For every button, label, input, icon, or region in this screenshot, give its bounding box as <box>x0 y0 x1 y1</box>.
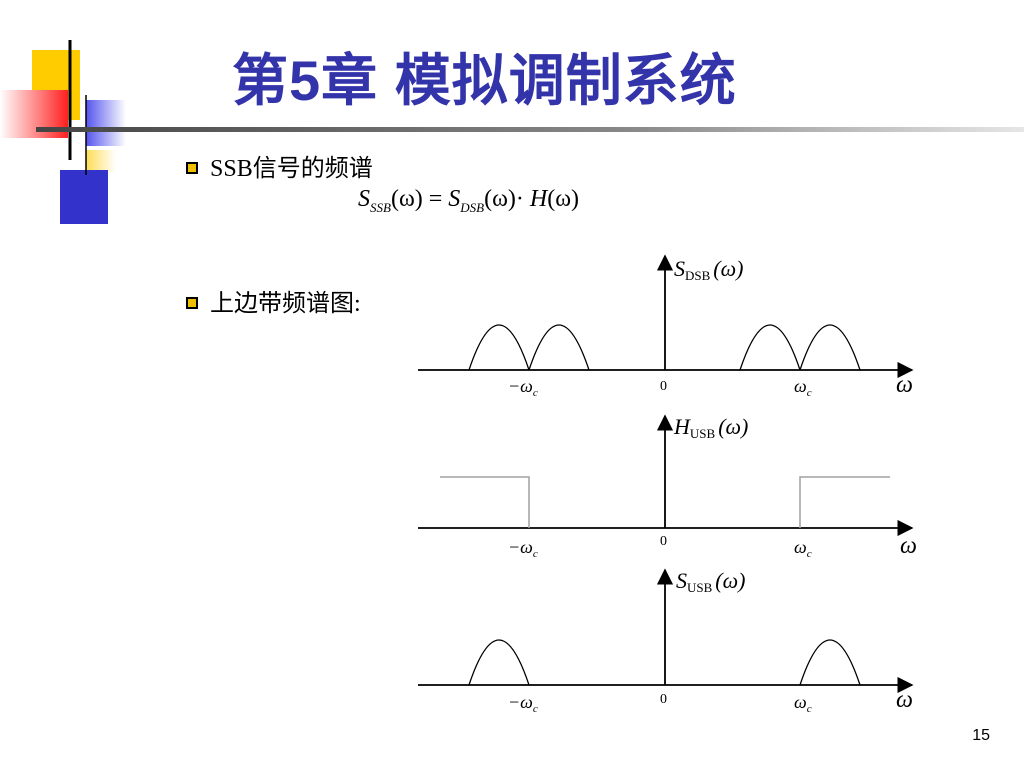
plot1-tick-zero: 0 <box>660 379 667 394</box>
bullet-text: SSB信号的频谱 <box>210 156 373 182</box>
plot2-tick-zero: 0 <box>660 534 667 549</box>
plot2-tick-pos: ωc <box>794 537 812 560</box>
plot1-lobe-pos-upper <box>799 324 861 371</box>
plot3-lobe-pos <box>799 639 861 686</box>
formula-arg1: (ω) <box>390 186 423 212</box>
bullet-square-icon <box>186 297 198 310</box>
formula-lhs-symbol: S <box>358 186 370 212</box>
plot2-filter-pos <box>799 476 890 528</box>
plot2-x-label: ω <box>900 533 917 559</box>
plot-usb-spectrum: SUSB(ω) −ωc 0 ωc ω <box>418 568 914 715</box>
page-number: 15 <box>972 727 990 744</box>
plot3-axis-label: SUSB(ω) <box>676 568 745 595</box>
plot-usb-filter: HUSB(ω) −ωc 0 ωc ω <box>418 414 917 560</box>
bullet-usb-diagram: 上边带频谱图: <box>186 283 361 318</box>
formula-arg3: (ω) <box>547 186 580 212</box>
plot1-tick-pos: ωc <box>794 376 812 399</box>
plot3-x-label: ω <box>896 687 913 713</box>
formula-equals: = <box>428 186 443 212</box>
plot1-lobe-neg-upper <box>528 324 590 371</box>
plot3-tick-neg: −ωc <box>508 692 538 715</box>
formula-lhs-sub: SSB <box>370 199 391 215</box>
bullet-square-icon <box>186 162 198 175</box>
plot1-axis-label: SDSB(ω) <box>674 256 743 283</box>
bullet-text: 上边带频谱图: <box>210 291 361 317</box>
title-divider <box>36 127 1024 132</box>
formula-rhs1-symbol: S <box>448 186 461 212</box>
corner-decoration <box>0 40 126 224</box>
formula-rhs2-symbol: H <box>529 186 548 212</box>
plot2-filter-neg <box>440 476 530 528</box>
plot3-lobe-neg <box>468 639 530 686</box>
plot2-axis-label: HUSB(ω) <box>673 414 748 441</box>
deco-blue-square <box>60 170 108 224</box>
plot1-lobe-neg-lower <box>468 324 530 371</box>
plot-dsb-spectrum: SDSB(ω) −ωc 0 ωc ω <box>418 254 914 399</box>
ssb-formula: SSSB(ω) = SDSB(ω)· H(ω) <box>358 186 579 216</box>
deco-blue-gradient <box>86 100 126 146</box>
formula-rhs1-sub: DSB <box>460 199 485 215</box>
formula-dot: · <box>515 186 524 212</box>
plot1-lobe-pos-lower <box>739 324 801 371</box>
plot1-tick-neg: −ωc <box>508 376 538 399</box>
plot3-tick-zero: 0 <box>660 692 667 707</box>
deco-yellow-small <box>86 150 116 172</box>
plot3-tick-pos: ωc <box>794 692 812 715</box>
plot1-x-label: ω <box>896 372 913 398</box>
plot2-tick-neg: −ωc <box>508 537 538 560</box>
bullet-ssb-spectrum: SSB信号的频谱 <box>186 148 373 183</box>
formula-arg2: (ω) <box>484 186 516 212</box>
slide-title: 第5章 模拟调制系统 <box>232 49 737 112</box>
